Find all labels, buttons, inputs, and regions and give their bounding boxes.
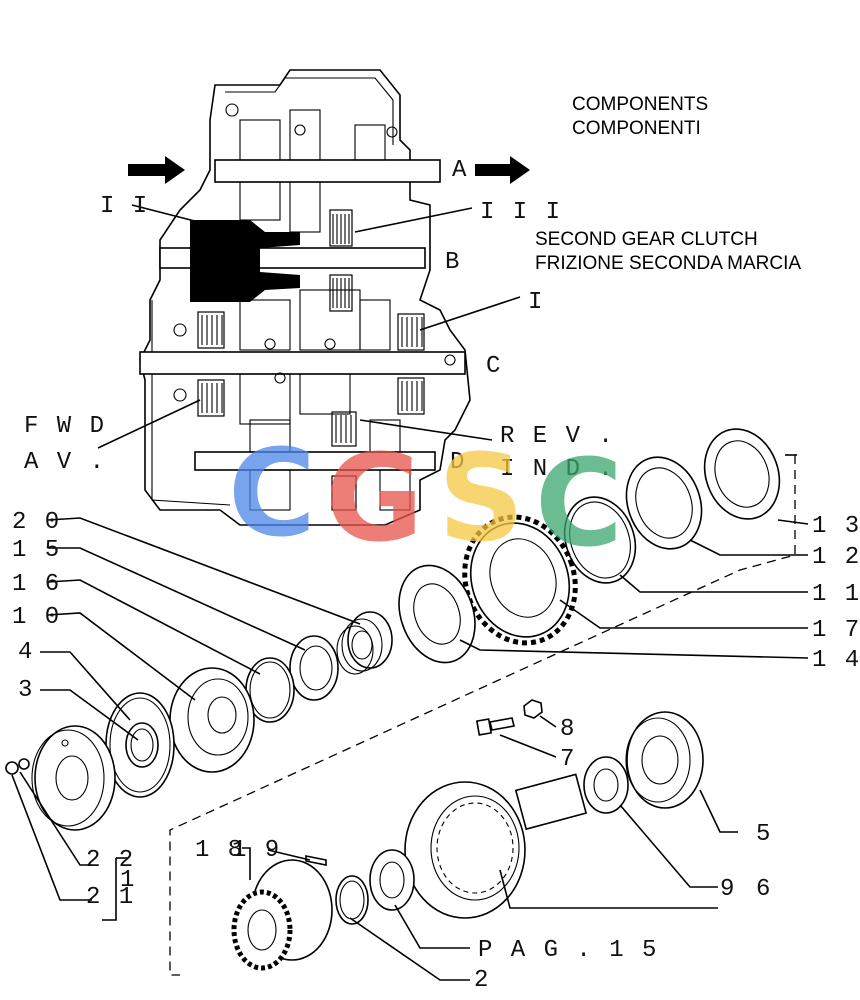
label-page-ref: P A G . 1 5 <box>478 937 658 964</box>
part-10-piston <box>169 667 255 773</box>
label-part-14: 1 4 <box>812 647 860 674</box>
part-6-drum <box>404 773 588 919</box>
dashed-guide <box>169 455 796 976</box>
label-section-i: I <box>528 289 544 316</box>
label-part-5: 5 <box>756 821 772 848</box>
label-shaft-a: A <box>452 157 468 184</box>
label-shaft-c: C <box>486 353 502 380</box>
label-part-15: 1 5 <box>12 537 61 564</box>
part-leaders <box>11 517 809 981</box>
input-gear-black <box>190 220 300 302</box>
part-14-plate <box>398 564 476 664</box>
label-part-2: 2 <box>474 967 490 994</box>
label-part-7: 7 <box>560 746 576 773</box>
part-8-nut <box>523 699 543 719</box>
label-section-iii: I I I <box>480 199 562 226</box>
part-5-bearing <box>625 711 704 809</box>
label-part-4: 4 <box>18 639 34 666</box>
watermark-letter-s: S <box>438 430 524 569</box>
input-arrow <box>128 156 185 184</box>
part-3-ring <box>125 722 159 768</box>
label-part-20: 2 0 <box>12 509 61 536</box>
label-part-13: 1 3 <box>812 513 860 540</box>
internal-gears <box>173 103 456 511</box>
caption-components-en: COMPONENTS <box>572 94 708 115</box>
label-ind: I N D . <box>500 456 615 483</box>
label-part-6: 6 <box>756 876 772 903</box>
caption-components-it: COMPONENTI <box>572 118 701 139</box>
shaft-d <box>194 451 436 471</box>
watermark: C G S C <box>228 425 623 574</box>
part-20-spring <box>336 611 393 675</box>
label-rev: R E V . <box>500 423 615 450</box>
part-9-bearing <box>583 756 629 814</box>
watermark-letter-c1: C <box>228 425 316 564</box>
watermark-letter-g: G <box>325 430 424 569</box>
label-fwd: F W D <box>24 413 106 440</box>
label-part-1: 1 <box>120 867 136 894</box>
label-part-8: 8 <box>560 716 576 743</box>
part-7-bolt <box>475 717 515 736</box>
clutch-packs <box>197 209 425 511</box>
part-18-gear <box>231 859 333 971</box>
part-15-seal <box>289 635 339 701</box>
label-shaft-b: B <box>445 249 461 276</box>
part-13-disc <box>703 428 781 520</box>
part-22-ball <box>18 758 30 770</box>
caption-clutch-it: FRIZIONE SECONDA MARCIA <box>535 253 801 274</box>
label-section-ii: I I <box>100 193 149 220</box>
part-12-disc <box>625 456 703 550</box>
label-shaft-d: D <box>450 449 466 476</box>
label-part-9: 9 <box>720 876 736 903</box>
label-part-19: 1 9 <box>232 837 281 864</box>
label-part-11: 1 1 <box>812 581 860 608</box>
label-part-21: 2 1 <box>86 884 135 911</box>
part-2-bearing <box>335 849 415 925</box>
label-av: A V . <box>24 449 106 476</box>
part-17-gear <box>462 514 578 646</box>
label-part-18: 1 8 <box>195 837 244 864</box>
output-arrow <box>475 156 530 184</box>
watermark-letter-c2: C <box>535 435 623 574</box>
label-part-22: 2 2 <box>86 847 135 874</box>
label-part-12: 1 2 <box>812 544 860 571</box>
label-part-3: 3 <box>18 677 34 704</box>
label-part-16: 1 6 <box>12 571 61 598</box>
part-1-hub <box>31 725 116 831</box>
label-part-17: 1 7 <box>812 617 860 644</box>
transmission-section <box>97 69 530 526</box>
label-part-10: 1 0 <box>12 604 61 631</box>
part-21-ball <box>5 761 19 775</box>
shaft-c <box>139 351 466 375</box>
caption-clutch-en: SECOND GEAR CLUTCH <box>535 229 758 250</box>
shaft-a <box>214 159 441 183</box>
